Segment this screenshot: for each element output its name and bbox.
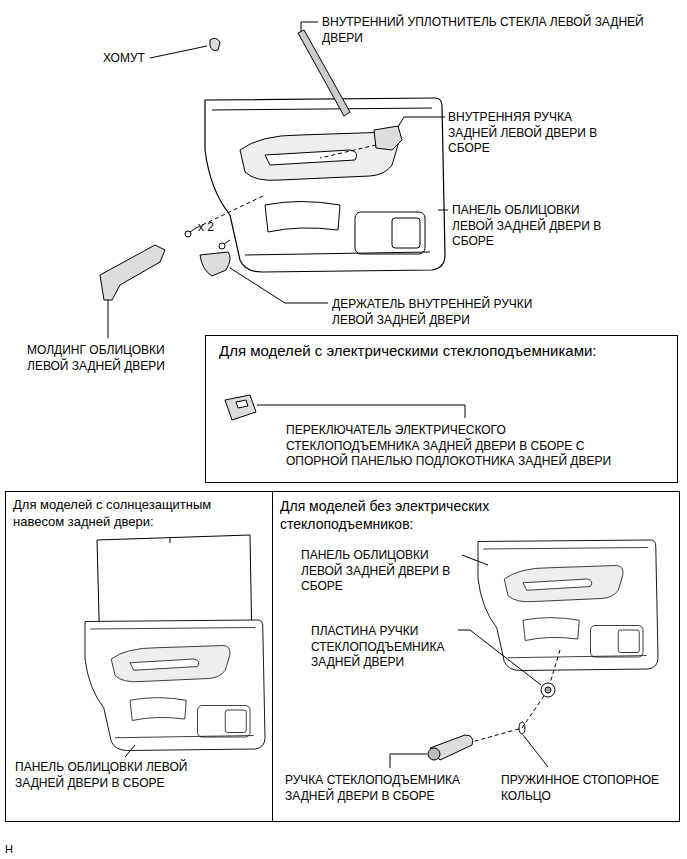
part-label: ХОМУТ <box>103 51 151 67</box>
part-label: ДЕРЖАТЕЛЬ ВНУТРЕННЕЙ РУЧКИ ЛЕВОЙ ЗАДНЕЙ … <box>332 297 572 328</box>
part-label: ВНУТРЕННИЙ УПЛОТНИТЕЛЬ СТЕКЛА ЛЕВОЙ ЗАДН… <box>322 15 672 46</box>
handle-holder <box>200 252 230 276</box>
variant-box: Для моделей с солнцезащитным навесом зад… <box>5 491 273 822</box>
leader-line <box>150 46 207 58</box>
inner-handle <box>374 126 402 150</box>
handle-plate <box>541 683 555 697</box>
clip <box>210 38 220 50</box>
part-label: ПАНЕЛЬ ОБЛИЦОВКИ ЛЕВОЙ ЗАДНЕЙ ДВЕРИ В СБ… <box>452 203 624 250</box>
heading-text: Для моделей с солнцезащитным навесом зад… <box>13 497 231 531</box>
snap-ring <box>519 722 525 734</box>
door-trim-panel <box>205 98 445 272</box>
quantity-label: x 2 <box>198 220 228 236</box>
leader-line <box>125 745 135 757</box>
part-label: ПАНЕЛЬ ОБЛИЦОВКИ ЛЕВОЙ ЗАДНЕЙ ДВЕРИ В СБ… <box>301 548 463 595</box>
leader-line <box>523 735 548 767</box>
variant-box: Для моделей с электрическими стеклоподъе… <box>205 335 678 483</box>
leader-line <box>257 405 465 418</box>
variant-box: Для моделей без электрических стеклоподъ… <box>272 491 680 822</box>
trim-molding <box>100 245 165 300</box>
assembly-line <box>472 650 560 742</box>
part-label: МОЛДИНГ ОБЛИЦОВКИ ЛЕВОЙ ЗАДНЕЙ ДВЕРИ <box>27 343 203 374</box>
part-label: ПЕРЕКЛЮЧАТЕЛЬ ЭЛЕКТРИЧЕСКОГО СТЕКЛОПОДЪЕ… <box>286 423 636 470</box>
leader-line <box>230 268 328 303</box>
heading-text: Для моделей без электрических стеклоподъ… <box>280 497 515 533</box>
leader-line <box>108 300 109 338</box>
screw-shank <box>224 240 230 244</box>
part-label: ПАНЕЛЬ ОБЛИЦОВКИ ЛЕВОЙ ЗАДНЕЙ ДВЕРИ В СБ… <box>15 760 215 791</box>
part-label: РУЧКА СТЕКЛОПОДЪЕМНИКА ЗАДНЕЙ ДВЕРИ В СБ… <box>285 773 490 804</box>
window-switch <box>225 395 256 420</box>
part-label: ПРУЖИННОЕ СТОПОРНОЕ КОЛЬЦО <box>501 773 673 804</box>
leader-line <box>398 117 445 127</box>
leader-line <box>458 630 541 685</box>
figure-code: H <box>5 842 25 856</box>
handle-plate-hole <box>545 687 551 693</box>
leader-line <box>438 210 448 211</box>
assembly-line <box>320 145 376 158</box>
sunshade-hook <box>170 537 171 543</box>
door-trim-panel <box>478 540 658 671</box>
crank-knob <box>428 748 440 760</box>
door-trim-panel <box>85 620 265 751</box>
part-label: ВНУТРЕННЯЯ РУЧКА ЗАДНЕЙ ЛЕВОЙ ДВЕРИ В СБ… <box>448 110 620 157</box>
part-label: ПЛАСТИНА РУЧКИ СТЕКЛОПОДЪЕМНИКА ЗАДНЕЙ Д… <box>311 624 457 671</box>
leader-line <box>462 555 488 565</box>
screw-shank <box>190 228 196 232</box>
leader-line <box>390 754 427 768</box>
leader-line <box>301 22 318 31</box>
switch-button <box>236 400 248 408</box>
heading-text: Для моделей с электрическими стеклоподъе… <box>219 341 659 361</box>
